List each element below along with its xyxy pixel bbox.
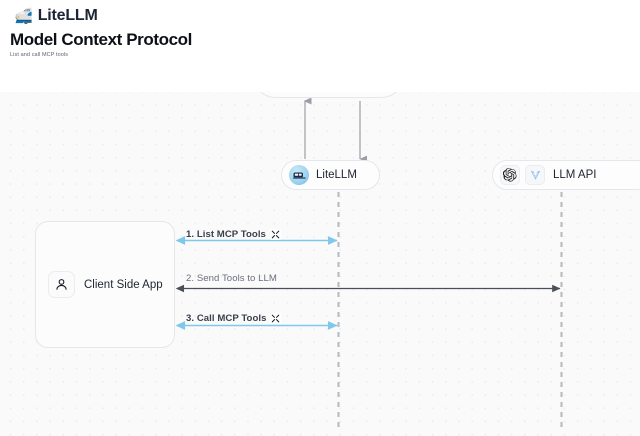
page-title: Model Context Protocol xyxy=(10,30,192,49)
brand[interactable]: 🚅 LiteLLM xyxy=(14,7,98,25)
node-litellm[interactable]: LiteLLM xyxy=(281,160,380,190)
client-side-app-label: Client Side App xyxy=(84,278,163,291)
step-3-text: 3. Call MCP Tools xyxy=(186,313,267,324)
step-2-label: 2. Send Tools to LLM xyxy=(186,273,277,284)
app-header: 🚅 LiteLLM Model Context Protocol List an… xyxy=(0,0,640,92)
step-3-label: 3. Call MCP Tools xyxy=(186,313,282,324)
wrench-icon xyxy=(270,313,282,324)
node-llm-api[interactable]: LLM API xyxy=(492,160,640,190)
step-1-label: 1. List MCP Tools xyxy=(186,229,281,240)
step-1-text: 1. List MCP Tools xyxy=(186,229,266,240)
openai-icon xyxy=(500,165,520,185)
person-icon xyxy=(48,271,75,298)
gemini-icon xyxy=(525,165,545,185)
bullet-train-icon: 🚅 xyxy=(14,7,33,25)
brand-name: LiteLLM xyxy=(37,7,98,24)
page-subtitle: List and call MCP tools xyxy=(10,52,69,58)
wrench-icon xyxy=(269,229,281,240)
llm-api-label: LLM API xyxy=(553,169,597,181)
step-2-text: 2. Send Tools to LLM xyxy=(186,273,277,284)
litellm-label: LiteLLM xyxy=(316,169,357,181)
litellm-avatar-icon xyxy=(289,165,309,185)
node-client-side-app[interactable]: Client Side App xyxy=(35,221,175,348)
